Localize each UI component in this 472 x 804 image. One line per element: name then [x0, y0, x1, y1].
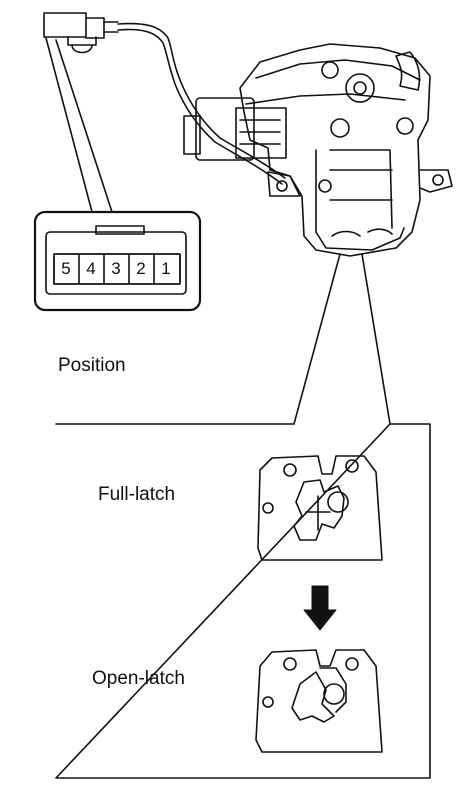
connector-pin-5: 5 [61, 259, 71, 278]
connector-plug [43, 12, 119, 54]
leader-lines-detail [293, 253, 391, 425]
latch-open [255, 649, 383, 753]
arrow-down-icon [303, 585, 337, 631]
latch-full [257, 455, 383, 561]
position-label: Position [58, 355, 126, 376]
detail-box [55, 423, 431, 779]
full-latch-label: Full-latch [98, 484, 176, 505]
connector-pin-3: 3 [111, 259, 121, 278]
connector-face [33, 210, 202, 312]
leader-lines-connector [45, 37, 113, 213]
door-lock-assembly [183, 43, 453, 257]
connector-pin-2: 2 [136, 259, 146, 278]
connector-pin-4: 4 [86, 259, 96, 278]
open-latch-label: Open-latch [92, 668, 185, 689]
connector-pin-1: 1 [161, 259, 171, 278]
